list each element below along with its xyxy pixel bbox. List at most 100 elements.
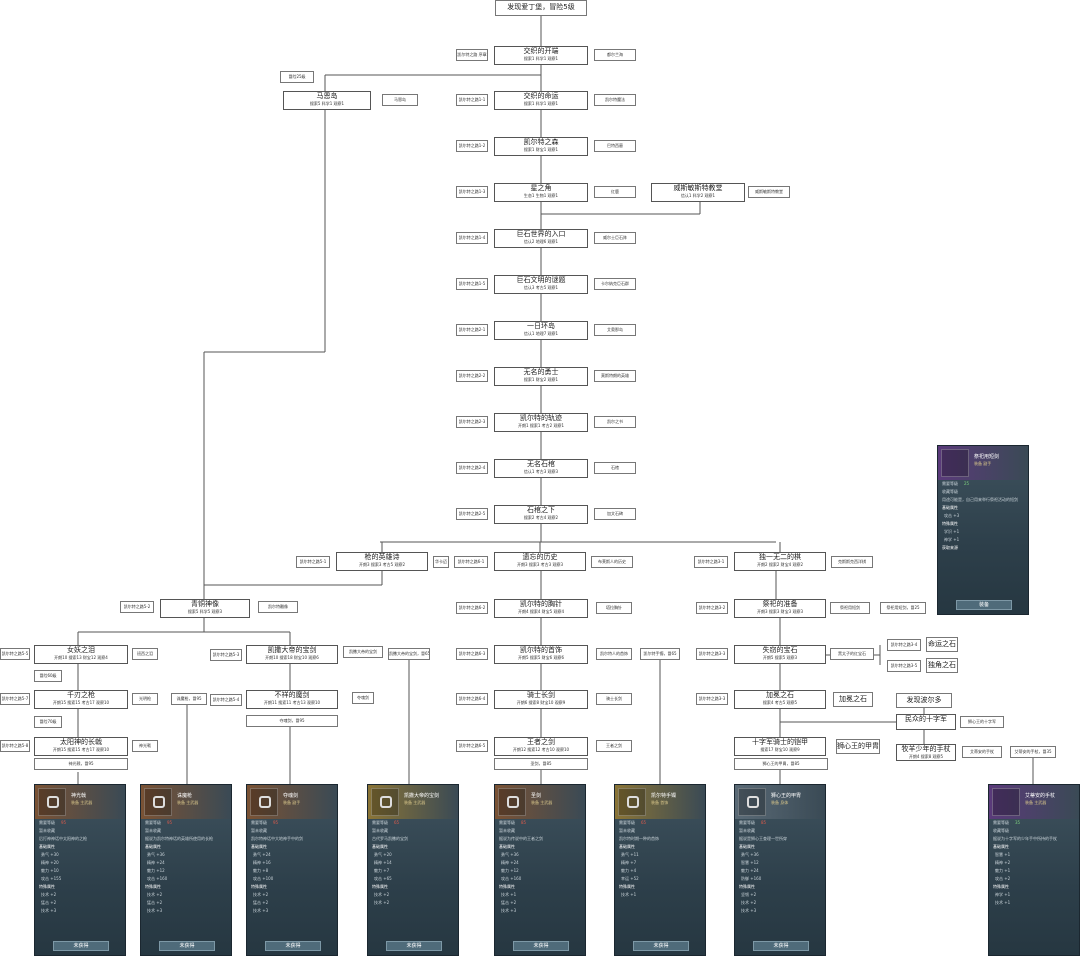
- item-type: 装备 主武器: [531, 800, 553, 805]
- quest-stats: 搜索2 考古4 观察2: [523, 515, 559, 520]
- card-button[interactable]: 未获得: [513, 941, 569, 951]
- boy-node[interactable]: 牧羊少年的手杖开朗4 搜索8 观察5: [896, 744, 956, 761]
- quest-title: 不祥的魔剑: [274, 691, 310, 699]
- item-type: 装备 副手: [283, 800, 301, 805]
- section-title: 基础属性: [942, 505, 958, 510]
- stat-row: 攻击 +100: [253, 876, 274, 881]
- reward-label: 马恩岛: [382, 94, 418, 106]
- col-e-node[interactable]: 祭祀的准备开朗3 搜索3 财宝3 观察3: [734, 599, 826, 618]
- special-row: 技术 +2: [147, 892, 163, 897]
- row5-node[interactable]: 独一无二的棋开朗2 搜索2 财宝4 观察2: [734, 552, 826, 571]
- reward-label: 王者之剑: [596, 740, 632, 752]
- level-note: 冒险25级: [280, 71, 314, 83]
- req-level: 25: [964, 481, 970, 486]
- route-label: 凯尔特之路1-5: [456, 278, 488, 290]
- spine-node[interactable]: 交织的开端搜索1 科学1 观察1: [494, 46, 588, 65]
- spine-node[interactable]: 星之角生态1 生物1 观察1: [494, 183, 588, 202]
- item-name: 夺魂剑: [283, 793, 299, 799]
- spine-node[interactable]: 巨石文明的谜题信认3 考古5 观察1: [494, 275, 588, 294]
- card-button[interactable]: 未获得: [753, 941, 809, 951]
- card-button[interactable]: 装备: [956, 600, 1012, 610]
- col-d-node[interactable]: 骑士长剑开朗6 搜索8 财宝10 观察9: [494, 690, 588, 709]
- spine-node[interactable]: 无名石棺信认1 考古3 观察3: [494, 459, 588, 478]
- route-label: 凯尔特之路3-4: [887, 639, 921, 651]
- col-d-node[interactable]: 凯尔特的首饰开朗5 搜索5 财宝6 观察6: [494, 645, 588, 664]
- quest-stats: 信认1 科学2 观察1: [680, 193, 716, 198]
- lock-icon: [259, 796, 271, 808]
- section-title: 基础属性: [145, 844, 161, 849]
- stat-row: 魅力 +24: [741, 868, 759, 873]
- special-row: 技术 +1: [995, 900, 1011, 905]
- lock-icon: [627, 796, 639, 808]
- req-level: 65: [394, 820, 400, 825]
- route-label: 凯尔特之路5-5: [0, 648, 30, 660]
- unlock-note: 夺魂剑，冒95: [246, 715, 338, 727]
- col-e-node[interactable]: 加冕之石搜索4 考古5 观察5: [734, 690, 826, 709]
- discover-label: 发现波尔多: [896, 693, 952, 708]
- root-node[interactable]: 发现爱丁堡，冒险5级: [495, 0, 587, 16]
- reward-label: 艾蒂安的手杖: [962, 746, 1002, 758]
- col-b-node[interactable]: 女妖之泪开朗10 搜索13 财宝12 观察4: [34, 645, 128, 664]
- cross-node[interactable]: 民众的十字军: [896, 714, 956, 730]
- card-header: 夺魂剑装备 副手: [247, 785, 337, 819]
- col-e-node[interactable]: 十字军骑士的铠甲搜索17 财宝10 观察9: [734, 737, 826, 756]
- stat-row: 魅力 +10: [41, 868, 59, 873]
- unlock-note: 凯尔特手镯，冒65: [640, 648, 680, 660]
- card-button[interactable]: 未获得: [159, 941, 215, 951]
- route-label: 凯尔特之路5-4: [210, 694, 242, 706]
- branch-node[interactable]: 威斯敏斯特教堂信认1 科学2 观察1: [651, 183, 745, 202]
- reward-label: 加文石碑: [594, 508, 636, 520]
- branch-node[interactable]: 马恩岛搜索5 科学1 观察1: [283, 91, 371, 110]
- special-row: 技术 +1: [621, 892, 637, 897]
- row5-node[interactable]: 遗忘的历史开朗3 搜索3 考古3 观察3: [494, 552, 586, 571]
- spine-node[interactable]: 无名的勇士搜索1 财宝2 观察1: [494, 367, 588, 386]
- stat-row: 幸运 +52: [621, 876, 639, 881]
- route-label: 凯尔特之路3-5: [887, 660, 921, 672]
- col-b-node[interactable]: 太阳神的长戟开朗15 搜索15 考古17 观察10: [34, 737, 128, 756]
- quest-stats: 开朗10 搜索18 财宝10 观察6: [265, 655, 319, 660]
- quest-stats: 搜索1 科学1 观察1: [523, 56, 559, 61]
- route-label: 凯尔特之路2-5: [456, 508, 488, 520]
- spine-node[interactable]: 凯尔特之森搜索1 财宝1 观察1: [494, 137, 588, 156]
- card-header: 神光戟装备 主武器: [35, 785, 125, 819]
- spine-node[interactable]: 石棺之下搜索2 考古4 观察2: [494, 505, 588, 524]
- quest-title: 巨石世界的入口: [516, 230, 566, 238]
- req-level: 95: [273, 820, 279, 825]
- req-label: 需要等级: [942, 481, 958, 486]
- item-name: 凯尔特手镯: [651, 793, 677, 799]
- card-header: 圣剑装备 主武器: [495, 785, 585, 819]
- card-button[interactable]: 未获得: [633, 941, 689, 951]
- spine-node[interactable]: 交织的命运搜索1 科学1 观察1: [494, 91, 588, 110]
- card-button[interactable]: 未获得: [53, 941, 109, 951]
- special-row: 技术 +2: [741, 900, 757, 905]
- card-button[interactable]: 未获得: [386, 941, 442, 951]
- reward-label: 威尔士巨石阵: [594, 232, 636, 244]
- card-button[interactable]: 未获得: [265, 941, 321, 951]
- item-name: 圣剑: [531, 793, 542, 799]
- reward-label: 凯尔之书: [594, 416, 636, 428]
- col-c-node[interactable]: 凯撒大帝的宝剑开朗10 搜索18 财宝10 观察6: [246, 645, 338, 664]
- section-title: 基础属性: [499, 844, 515, 849]
- spine-node[interactable]: 一日环岛信认1 地理7 观察1: [494, 321, 588, 340]
- col-d-node[interactable]: 凯尔特的胸针开朗4 搜索4 财宝5 观察4: [494, 599, 588, 618]
- bronze-node[interactable]: 青铜神像搜索5 科学5 观察3: [160, 599, 250, 618]
- quest-title: 巨石文明的谜题: [516, 276, 566, 284]
- level-note: 冒险60级: [34, 670, 62, 682]
- col-c-node[interactable]: 不祥的魔剑开朗11 搜索11 考古13 观察10: [246, 690, 338, 709]
- level-note: 冒险70级: [34, 716, 62, 728]
- row5-node[interactable]: 枪的英雄诗开朗3 搜索3 考古5 观察2: [336, 552, 428, 571]
- req-row: 需要等级 25: [938, 480, 1028, 488]
- spine-node[interactable]: 巨石世界的入口信认2 地理6 观察1: [494, 229, 588, 248]
- spine-node[interactable]: 凯尔特的轨迹开朗1 搜索1 考古2 观察1: [494, 413, 588, 432]
- special-row: 技术 +3: [253, 908, 269, 913]
- col-d-node[interactable]: 王者之剑开朗12 搜索12 考古10 观察10: [494, 737, 588, 756]
- quest-title: 王者之剑: [527, 738, 555, 746]
- col-b-node[interactable]: 千刃之枪开朗15 搜索15 考古17 观察10: [34, 690, 128, 709]
- card-header: 诛魔枪装备 主武器: [141, 785, 231, 819]
- req-label: 需要等级: [993, 820, 1009, 825]
- stat-row: 智慧 +12: [741, 860, 759, 865]
- item-art-icon: [144, 788, 172, 816]
- col-e-node[interactable]: 失窃的宝石开朗5 搜索5 观察3: [734, 645, 826, 664]
